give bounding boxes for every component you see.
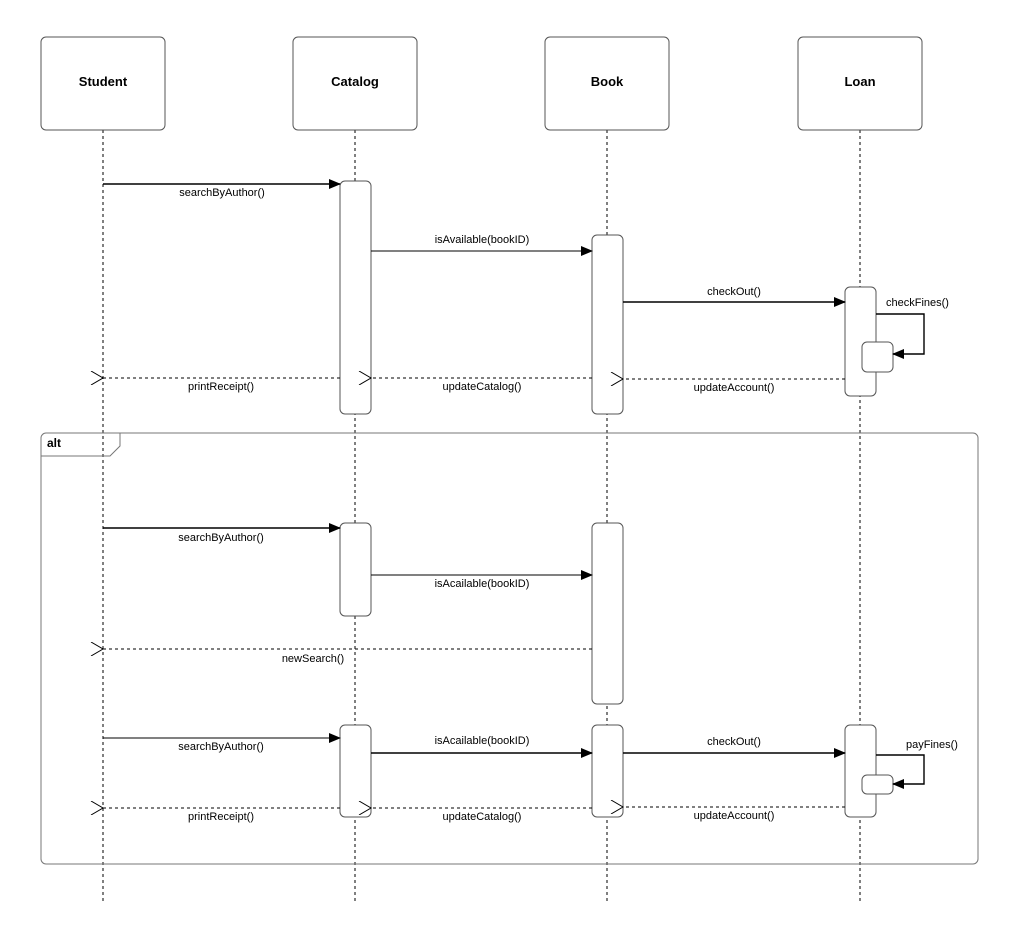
- activation-bar: [591, 234, 624, 415]
- message-label: isAcailable(bookID): [435, 735, 530, 747]
- message-label: updateAccount(): [694, 382, 775, 394]
- message-label: checkOut(): [707, 286, 761, 298]
- self-message: checkFines(): [876, 297, 949, 359]
- message: searchByAuthor(): [103, 179, 341, 199]
- activation-bar: [339, 180, 372, 415]
- participant-student: Student: [40, 36, 166, 131]
- activation-bar: [339, 522, 372, 617]
- return-message: updateCatalog(): [371, 378, 592, 393]
- message-label: updateCatalog(): [443, 811, 522, 823]
- message-label: updateCatalog(): [443, 381, 522, 393]
- message-label: searchByAuthor(): [178, 532, 264, 544]
- message-label: newSearch(): [282, 653, 344, 665]
- activation-bar: [339, 724, 372, 818]
- participant-book: Book: [544, 36, 670, 131]
- return-message: printReceipt(): [103, 378, 340, 393]
- participant-loan: Loan: [797, 36, 923, 131]
- message-label: payFines(): [906, 739, 958, 751]
- alt-frame: alt: [40, 432, 979, 865]
- message-label: printReceipt(): [188, 381, 254, 393]
- participant-label: Student: [79, 74, 128, 89]
- message-label: checkFines(): [886, 297, 949, 309]
- message-label: checkOut(): [707, 736, 761, 748]
- return-message: updateCatalog(): [371, 808, 592, 823]
- message-label: searchByAuthor(): [179, 187, 265, 199]
- activation-bar: [844, 724, 877, 818]
- participant-label: Book: [591, 74, 624, 89]
- message-label: searchByAuthor(): [178, 741, 264, 753]
- participant-label: Catalog: [331, 74, 379, 89]
- message: checkOut(): [623, 736, 846, 758]
- message: searchByAuthor(): [103, 733, 341, 753]
- activation-bar: [861, 341, 894, 373]
- message-label: isAvailable(bookID): [435, 234, 530, 246]
- participant-label: Loan: [844, 74, 875, 89]
- activation-bar: [591, 724, 624, 818]
- participant-catalog: Catalog: [292, 36, 418, 131]
- message-label: printReceipt(): [188, 811, 254, 823]
- message: searchByAuthor(): [103, 523, 341, 544]
- message: isAcailable(bookID): [371, 570, 593, 590]
- self-message: payFines(): [876, 739, 958, 789]
- return-message: updateAccount(): [623, 807, 845, 822]
- activation-bar: [591, 522, 624, 705]
- message-label: updateAccount(): [694, 810, 775, 822]
- message: isAvailable(bookID): [371, 234, 593, 256]
- message: isAcailable(bookID): [371, 735, 593, 758]
- activation-bar: [861, 774, 894, 795]
- message-label: isAcailable(bookID): [435, 578, 530, 590]
- return-message: printReceipt(): [103, 808, 340, 823]
- alt-frame-label: alt: [47, 436, 61, 450]
- message: checkOut(): [623, 286, 846, 307]
- activations: [339, 180, 894, 818]
- return-message: newSearch(): [103, 649, 592, 665]
- return-message: updateAccount(): [623, 379, 845, 394]
